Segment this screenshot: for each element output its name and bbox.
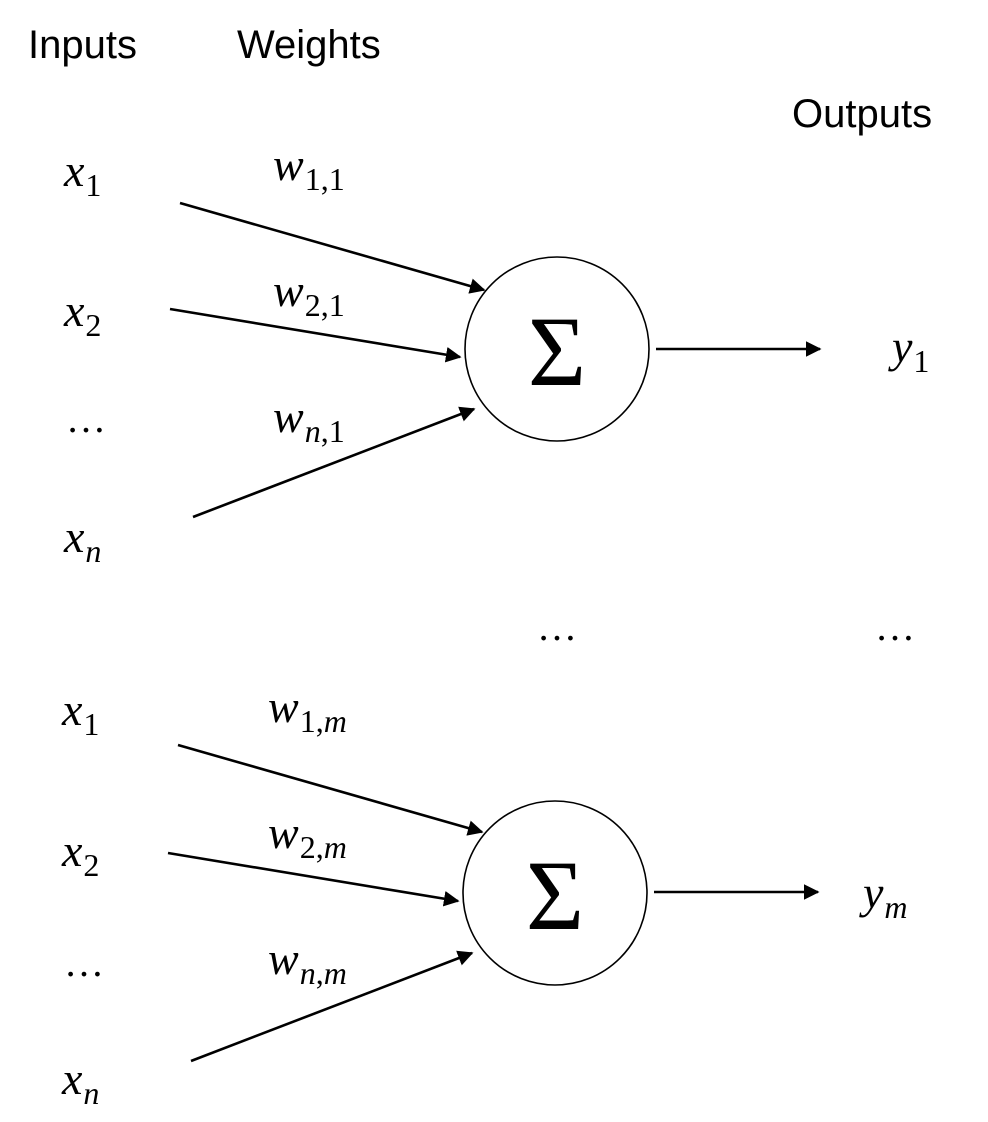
weight-wn1: wn,1 <box>273 391 345 449</box>
input-x2: x2 <box>63 285 101 343</box>
neuron-m: Σ x1 x2 … xn w1,m w2,m wn,m ym <box>61 681 908 1111</box>
input-xn: xn <box>63 511 101 569</box>
input-ellipsis: … <box>66 396 106 441</box>
output-ellipsis: … <box>875 604 915 649</box>
output-y1: y1 <box>888 321 929 379</box>
weight-w1m: w1,m <box>268 681 347 739</box>
input-x1: x1 <box>61 684 99 742</box>
sum-node-1 <box>464 256 650 442</box>
weight-w2m: w2,m <box>268 807 347 865</box>
weight-w21: w2,1 <box>273 265 345 323</box>
input-xn: xn <box>61 1053 99 1111</box>
neuron-1: Σ x1 x2 … xn w1,1 w2,1 wn,1 y1 <box>63 139 929 569</box>
neuron-ellipsis: … <box>537 604 577 649</box>
edge-x1-neuronm <box>177 743 484 836</box>
edge-xn-neuron1 <box>192 406 476 519</box>
input-ellipsis: … <box>64 940 104 985</box>
output-ym: ym <box>859 867 908 925</box>
edge-x2-neuron1 <box>169 307 462 363</box>
edge-x2-neuronm <box>167 851 460 907</box>
sum-node-m <box>462 800 648 986</box>
input-x1: x1 <box>63 145 101 203</box>
weights-header: Weights <box>237 23 381 67</box>
sigma-symbol: Σ <box>526 840 584 951</box>
outputs-header: Outputs <box>792 92 932 136</box>
weight-wnm: wn,m <box>268 933 347 991</box>
edge-xn-neuronm <box>190 950 474 1063</box>
sigma-symbol: Σ <box>528 296 586 407</box>
inputs-header: Inputs <box>28 23 137 67</box>
input-x2: x2 <box>61 825 99 883</box>
weight-w11: w1,1 <box>273 139 345 197</box>
edge-x1-neuron1 <box>179 201 486 294</box>
